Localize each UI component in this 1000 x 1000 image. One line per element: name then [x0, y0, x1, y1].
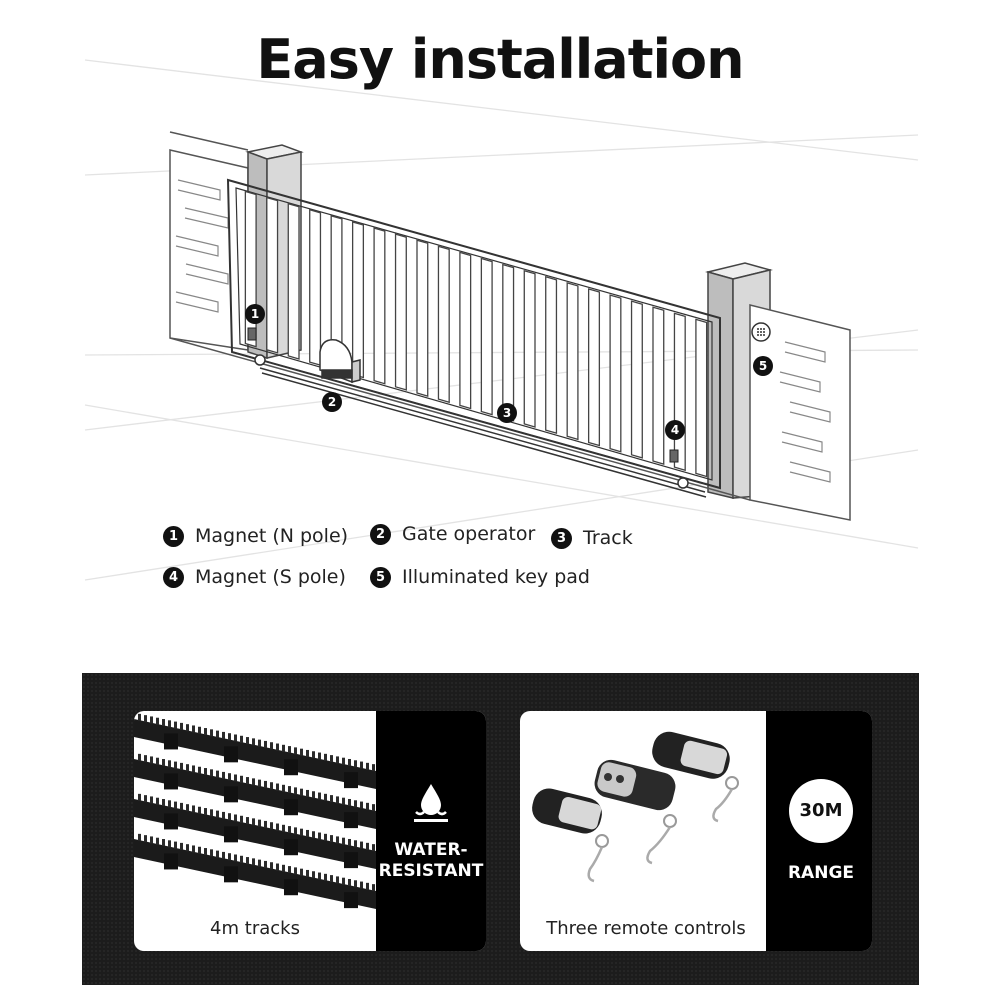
- remote-control-icon: [532, 788, 609, 883]
- legend-item-track: 3 Track: [551, 527, 633, 549]
- remotes-card: Three remote controls 30M RANGE: [520, 711, 872, 951]
- legend-label: Magnet (N pole): [195, 525, 349, 547]
- remotes-caption: Three remote controls: [546, 918, 746, 939]
- callout-marker-4: 4: [665, 420, 685, 440]
- legend-number: 4: [163, 566, 184, 588]
- callout-marker-5: 5: [753, 356, 773, 376]
- legend-item-magnet-n: 1 Magnet (N pole): [163, 525, 348, 547]
- callout-marker-2: 2: [322, 392, 342, 412]
- legend-number: 2: [370, 523, 391, 545]
- gate-illustration: [84, 59, 919, 581]
- range-value: 30M: [789, 778, 853, 843]
- page-title: Easy installation: [256, 28, 744, 91]
- gear-rack-image: [134, 713, 376, 909]
- water-resistant-badge: WATER- RESISTANT: [376, 711, 486, 951]
- gate-operator-device: [319, 339, 361, 384]
- tracks-card: 4m tracks WATER- RESISTANT: [134, 711, 486, 951]
- legend-number: 5: [370, 566, 391, 588]
- legend-item-magnet-s: 4 Magnet (S pole): [163, 566, 346, 588]
- legend-label: Magnet (S pole): [195, 566, 346, 588]
- callout-marker-1: 1: [245, 304, 265, 324]
- remote-control-icon: [594, 759, 677, 865]
- legend-item-keypad: 5 Illuminated key pad: [370, 566, 590, 588]
- remote-control-icon: [652, 731, 739, 823]
- features-panel: 4m tracks WATER- RESISTANT: [82, 673, 919, 985]
- range-label: RANGE: [787, 862, 855, 883]
- tracks-caption: 4m tracks: [210, 918, 300, 939]
- callout-marker-3: 3: [497, 403, 517, 423]
- legend-label: Gate operator: [402, 523, 536, 545]
- water-resistant-label: WATER- RESISTANT: [378, 840, 484, 881]
- legend-item-gate-operator: 2 Gate operator: [370, 523, 535, 545]
- range-badge: 30M RANGE: [766, 711, 872, 951]
- legend-number: 3: [551, 527, 572, 549]
- legend-number: 1: [163, 525, 184, 547]
- remote-controls-image: [532, 731, 739, 883]
- legend-label: Track: [583, 527, 633, 549]
- water-drop-icon: [414, 784, 448, 822]
- legend-label: Illuminated key pad: [402, 566, 590, 588]
